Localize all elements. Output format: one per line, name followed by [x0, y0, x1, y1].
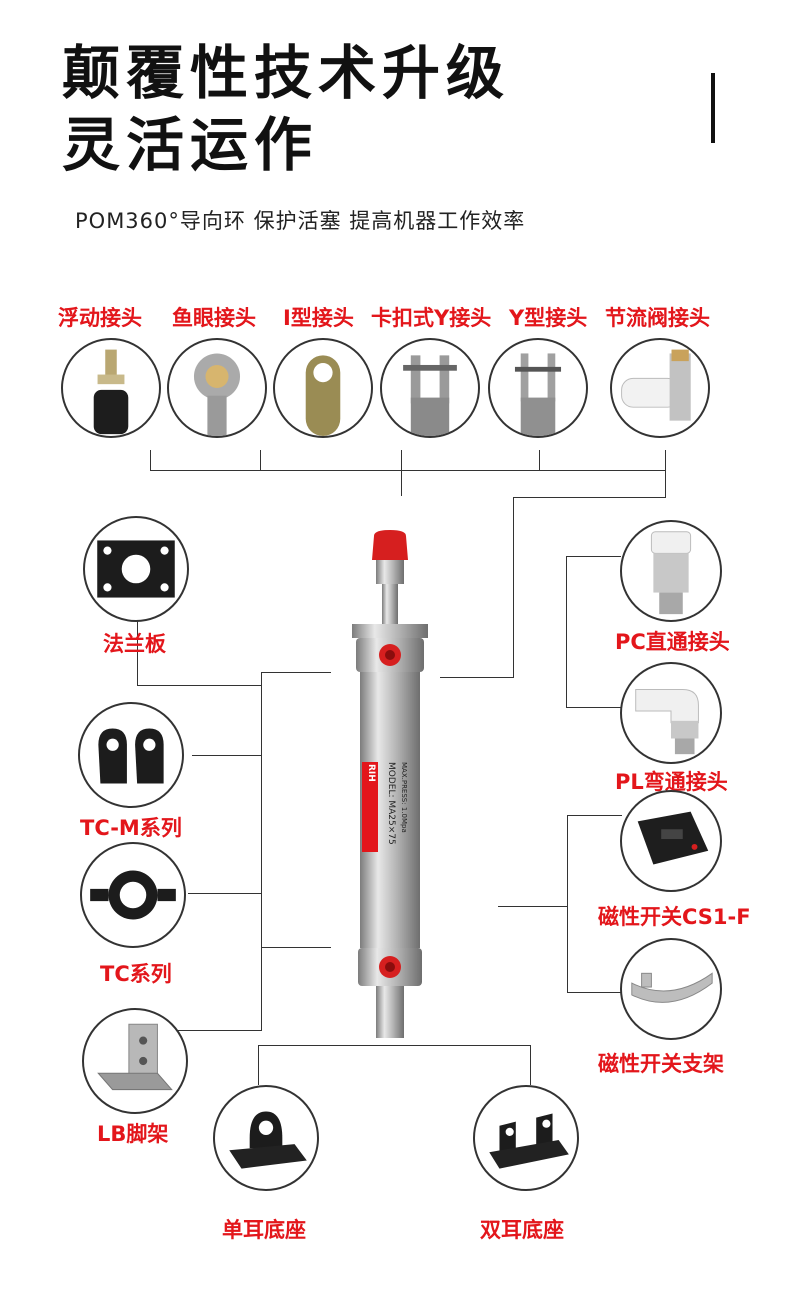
- page-title-line2: 灵活运作: [62, 111, 319, 179]
- connector-line: [261, 672, 331, 673]
- connector-line: [539, 450, 540, 471]
- connector-line: [567, 992, 622, 993]
- label-clip-y-joint: 卡扣式Y接头: [371, 306, 492, 330]
- label-double-clevis: 双耳底座: [480, 1218, 564, 1242]
- decorative-divider: [711, 73, 715, 143]
- label-rod-end: 鱼眼接头: [172, 306, 256, 330]
- clip-y-joint-icon: [380, 338, 480, 438]
- label-throttle-valve: 节流阀接头: [605, 306, 710, 330]
- connector-line: [258, 1045, 259, 1085]
- connector-line: [261, 672, 262, 948]
- connector-line: [150, 450, 151, 471]
- connector-line: [188, 893, 262, 894]
- connector-line: [498, 906, 568, 907]
- connector-line: [530, 1045, 531, 1085]
- label-switch-bracket: 磁性开关支架: [598, 1052, 724, 1076]
- tc-trunnion-icon: [80, 842, 186, 948]
- connector-line: [440, 677, 514, 678]
- magnetic-switch-icon: [620, 790, 722, 892]
- connector-line: [137, 618, 138, 686]
- connector-line: [261, 947, 262, 1031]
- connector-line: [513, 497, 514, 677]
- label-floating-joint: 浮动接头: [58, 306, 142, 330]
- label-tc-m-series: TC-M系列: [80, 816, 182, 840]
- rod-end-icon: [167, 338, 267, 438]
- label-pc-straight: PC直通接头: [615, 630, 730, 654]
- lb-foot-bracket-icon: [82, 1008, 188, 1114]
- connector-line: [260, 450, 261, 471]
- connector-line: [566, 707, 621, 708]
- connector-line: [137, 685, 262, 686]
- brand-label-strip: RIH: [362, 762, 378, 852]
- double-clevis-base-icon: [473, 1085, 579, 1191]
- y-joint-icon: [488, 338, 588, 438]
- brand-text: RIH: [366, 764, 376, 782]
- pl-elbow-fitting-icon: [620, 662, 722, 764]
- tc-m-bracket-icon: [78, 702, 184, 808]
- pneumatic-cylinder-icon: RIH MODEL: MA25×75 MAX.PRESS: 1.0Mpa: [330, 530, 450, 1040]
- connector-line: [192, 755, 262, 756]
- pc-straight-fitting-icon: [620, 520, 722, 622]
- page-title: 颠覆性技术升级: [62, 39, 511, 107]
- label-tc-series: TC系列: [100, 962, 172, 986]
- connector-line: [566, 556, 567, 708]
- label-flange-plate: 法兰板: [103, 632, 166, 656]
- connector-line: [665, 450, 666, 498]
- connector-line: [176, 1030, 262, 1031]
- connector-line: [567, 815, 568, 993]
- label-magnetic-switch: 磁性开关CS1-F: [598, 905, 751, 929]
- model-line: MODEL: MA25×75: [386, 762, 396, 845]
- switch-bracket-icon: [620, 938, 722, 1040]
- floating-joint-icon: [61, 338, 161, 438]
- single-clevis-base-icon: [213, 1085, 319, 1191]
- label-y-joint: Y型接头: [509, 306, 588, 330]
- connector-line: [566, 556, 621, 557]
- connector-line: [261, 947, 331, 948]
- label-lb-bracket: LB脚架: [97, 1122, 169, 1146]
- connector-line: [513, 497, 666, 498]
- connector-line: [150, 470, 666, 471]
- page-subtitle: POM360°导向环 保护活塞 提高机器工作效率: [75, 209, 526, 233]
- label-i-joint: I型接头: [283, 306, 354, 330]
- i-joint-icon: [273, 338, 373, 438]
- flange-plate-icon: [83, 516, 189, 622]
- connector-line: [567, 815, 622, 816]
- spec-line: MAX.PRESS: 1.0Mpa: [400, 762, 408, 833]
- connector-line: [258, 1045, 531, 1046]
- label-single-clevis: 单耳底座: [222, 1218, 306, 1242]
- connector-line: [401, 450, 402, 496]
- throttle-valve-fitting-icon: [610, 338, 710, 438]
